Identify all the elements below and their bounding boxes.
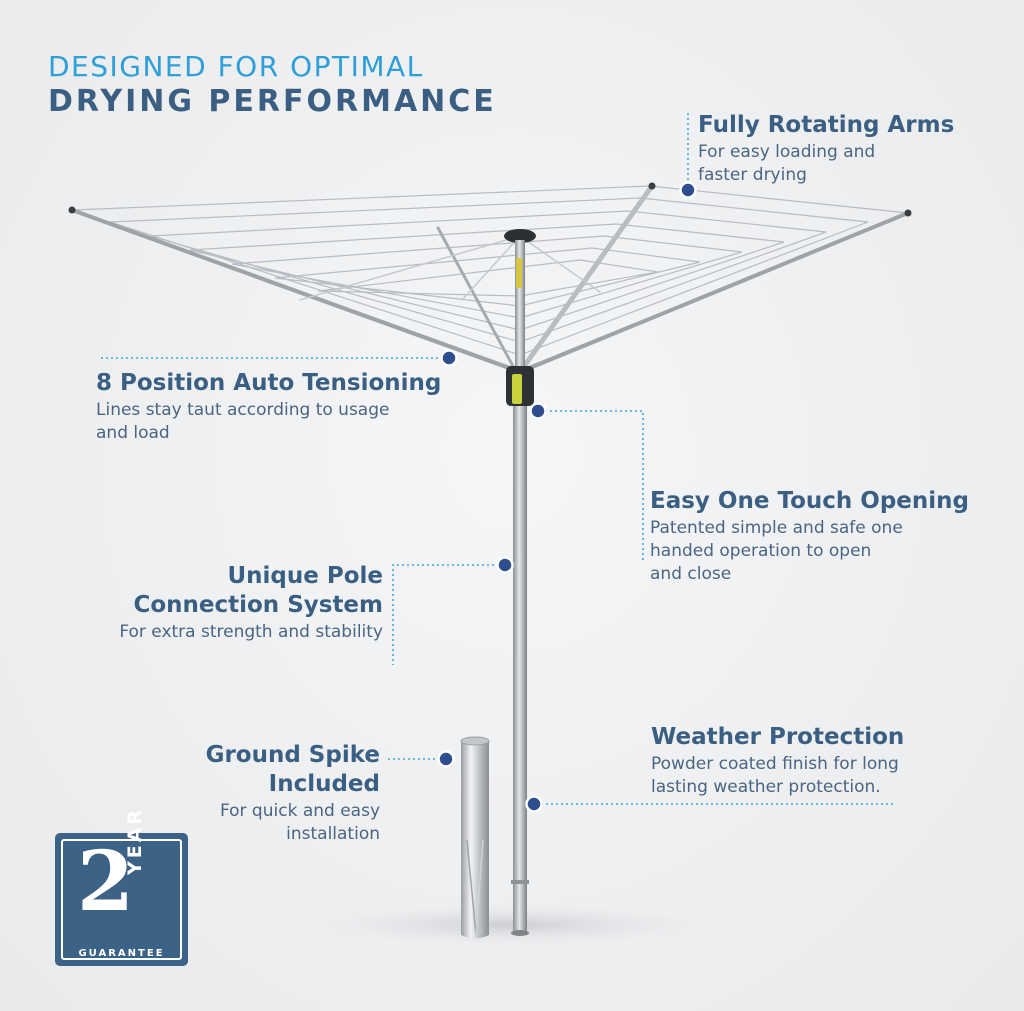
marker-ground-spike <box>437 750 455 768</box>
feature-auto-tensioning: 8 Position Auto Tensioning Lines stay ta… <box>96 369 456 445</box>
feature-desc-line: installation <box>286 824 380 844</box>
feature-title: Easy One Touch Opening <box>650 488 969 514</box>
marker-rotating-arms <box>679 181 697 199</box>
headline-line-2: DRYING PERFORMANCE <box>48 84 497 119</box>
feature-desc: For quick and easy installation <box>150 800 380 846</box>
washing-lines <box>74 185 909 371</box>
badge-border <box>61 839 182 960</box>
feature-pole-connection: Unique Pole Connection System For extra … <box>80 562 383 644</box>
marker-pole-connection <box>496 556 514 574</box>
feature-ground-spike: Ground Spike Included For quick and easy… <box>150 741 380 846</box>
feature-weather-protection: Weather Protection Powder coated finish … <box>651 723 981 799</box>
feature-desc-line: handed operation to open <box>650 541 872 561</box>
badge-label: GUARANTEE <box>78 948 165 959</box>
feature-desc: For easy loading and faster drying <box>698 141 1018 187</box>
marker-auto-tensioning <box>440 349 458 367</box>
ground-shadow <box>300 903 720 947</box>
feature-desc-line: lasting weather protection. <box>651 777 881 797</box>
feature-title-line: Unique Pole <box>227 563 383 589</box>
feature-title: Weather Protection <box>651 724 905 750</box>
marker-one-touch <box>529 402 547 420</box>
feature-title: Fully Rotating Arms <box>698 112 955 138</box>
main-pole <box>513 372 527 932</box>
feature-title: Unique Pole Connection System <box>80 562 383 620</box>
feature-desc-line: Patented simple and safe one <box>650 518 903 538</box>
feature-title: Ground Spike Included <box>150 741 380 799</box>
feature-desc-line: faster drying <box>698 165 807 185</box>
badge-number: 2 <box>77 834 134 930</box>
feature-rotating-arms: Fully Rotating Arms For easy loading and… <box>698 111 1018 187</box>
feature-desc-line: Lines stay taut according to usage <box>96 400 390 420</box>
feature-title-line: Ground Spike <box>205 742 380 768</box>
headline-line-1: DESIGNED FOR OPTIMAL <box>48 50 424 83</box>
marker-weather <box>525 795 543 813</box>
feature-desc-line: and load <box>96 423 170 443</box>
ground-spike-image <box>460 736 490 939</box>
feature-title: 8 Position Auto Tensioning <box>96 370 442 396</box>
feature-desc: Patented simple and safe one handed oper… <box>650 517 1020 586</box>
badge-unit: YEAR <box>124 806 146 876</box>
callout-leaders <box>98 113 893 805</box>
dryer-arms <box>70 183 910 375</box>
guarantee-badge: 2 YEAR GUARANTEE <box>55 807 188 966</box>
feature-desc-line: For quick and easy <box>219 801 380 821</box>
feature-desc-line: and close <box>650 564 732 584</box>
feature-desc: For extra strength and stability <box>119 622 383 642</box>
feature-desc: Lines stay taut according to usage and l… <box>96 399 456 445</box>
feature-title-line: Connection System <box>133 592 383 618</box>
tension-hub <box>506 366 534 406</box>
feature-one-touch-opening: Easy One Touch Opening Patented simple a… <box>650 487 1020 586</box>
top-hub <box>504 229 536 370</box>
feature-title-line: Included <box>268 771 380 797</box>
callout-markers <box>437 181 697 813</box>
feature-desc: Powder coated finish for long lasting we… <box>651 753 981 799</box>
feature-desc-line: Powder coated finish for long <box>651 754 899 774</box>
feature-desc-line: For easy loading and <box>698 142 876 162</box>
